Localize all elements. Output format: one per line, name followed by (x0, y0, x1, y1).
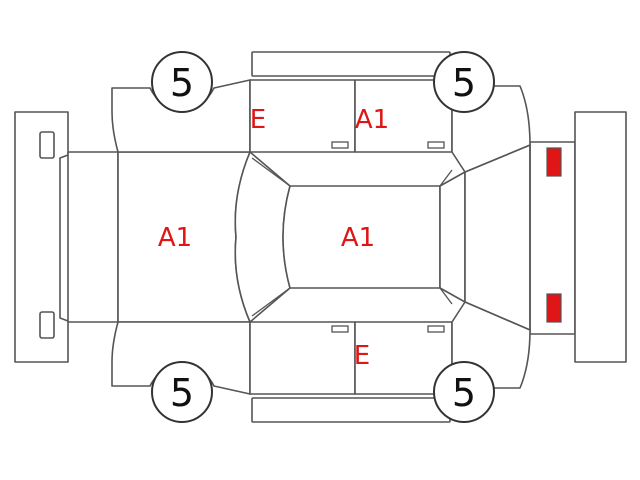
tire-tread-rear-left: 5 (452, 61, 476, 105)
mark-rear-door-top: A1 (355, 105, 389, 135)
mark-door-bottom: E (354, 341, 370, 371)
rear-bumper (574, 111, 627, 363)
mark-roof: A1 (341, 223, 375, 253)
front-end (67, 151, 119, 323)
rear-window (439, 171, 466, 303)
mark-fender-top: E (250, 105, 266, 135)
mark-hood: A1 (158, 223, 192, 253)
side-skirt-bottom (251, 397, 451, 423)
rear-hatch (464, 144, 531, 331)
tire-tread-front-right: 5 (170, 371, 194, 415)
roof (282, 185, 441, 289)
wheel-rear-right: 5 (433, 361, 495, 423)
tire-tread-front-left: 5 (170, 61, 194, 105)
taillight-right (546, 293, 562, 323)
side-skirt-top (251, 51, 451, 77)
wheel-front-right: 5 (151, 361, 213, 423)
wheel-rear-left: 5 (433, 51, 495, 113)
tire-tread-rear-right: 5 (452, 371, 476, 415)
wheel-front-left: 5 (151, 51, 213, 113)
side-top (111, 79, 531, 187)
front-bumper (14, 111, 69, 363)
taillight-left (546, 147, 562, 177)
windshield (234, 151, 291, 323)
side-bottom (111, 287, 531, 395)
